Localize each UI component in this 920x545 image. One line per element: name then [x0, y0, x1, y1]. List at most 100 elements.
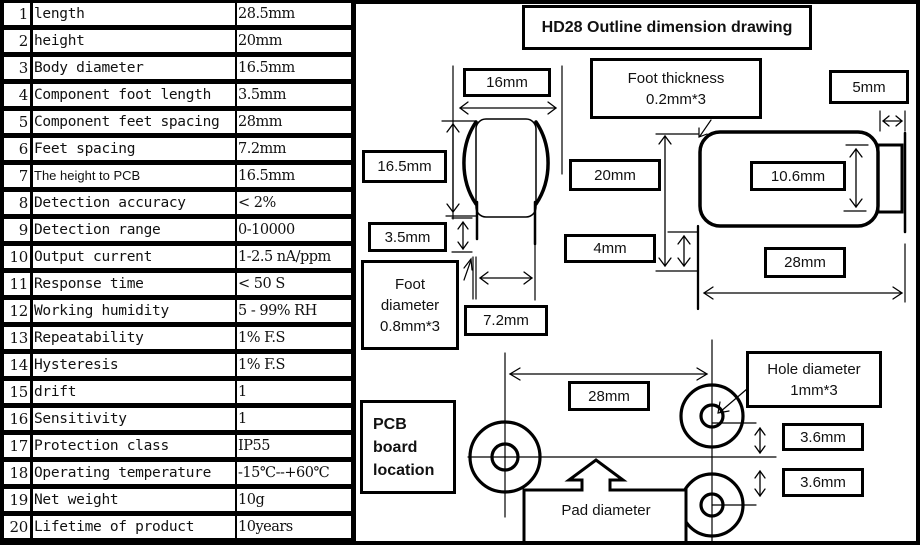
parameter-name: Hysteresis [33, 354, 235, 376]
parameter-value: 16.5mm [237, 165, 351, 187]
parameter-name: Protection class [33, 435, 235, 457]
row-number: 6 [4, 138, 30, 160]
row-number: 14 [4, 354, 30, 376]
parameter-value: 20mm [237, 30, 351, 52]
parameter-name: Detection range [33, 219, 235, 241]
label-pad-diameter: Pad diameter [561, 502, 651, 519]
parameter-value: < 2% [237, 192, 351, 214]
label-pcb-spacing-28mm: 28mm [568, 381, 650, 411]
parameter-name: Working humidity [33, 300, 235, 322]
row-number: 12 [4, 300, 30, 322]
parameter-name: Sensitivity [33, 408, 235, 430]
pcb-view [467, 339, 777, 541]
row-number: 9 [4, 219, 30, 241]
row-number: 11 [4, 273, 30, 295]
row-number: 17 [4, 435, 30, 457]
row-number: 19 [4, 489, 30, 511]
parameter-name: length [33, 3, 235, 25]
parameter-name: Body diameter [33, 57, 235, 79]
front-view [441, 65, 563, 301]
label-height-20mm: 20mm [569, 159, 661, 191]
parameter-value: IP55 [237, 435, 351, 457]
parameter-name: drift [33, 381, 235, 403]
drawing-title: HD28 Outline dimension drawing [522, 5, 812, 50]
parameter-value: 10g [237, 489, 351, 511]
parameter-value: 28.5mm [237, 3, 351, 25]
label-pcb-board-location: PCB board location [360, 400, 456, 494]
row-number: 13 [4, 327, 30, 349]
parameter-name: Feet spacing [33, 138, 235, 160]
label-diameter-10-6mm: 10.6mm [750, 161, 846, 191]
row-number: 7 [4, 165, 30, 187]
parameter-value: 28mm [237, 111, 351, 133]
pad-top-right [679, 383, 745, 449]
parameter-value: 1% F.S [237, 327, 351, 349]
parameter-name: Lifetime of product [33, 516, 235, 538]
parameter-name: Output current [33, 246, 235, 268]
cap-rect [876, 143, 904, 214]
parameter-name: Response time [33, 273, 235, 295]
row-number: 18 [4, 462, 30, 484]
label-hole-diameter: Hole diameter 1mm*3 [746, 351, 882, 408]
row-number: 3 [4, 57, 30, 79]
body-circle-right-arc [534, 120, 550, 206]
parameter-name: Component foot length [33, 84, 235, 106]
parameter-name: Component feet spacing [33, 111, 235, 133]
label-height-4mm: 4mm [564, 234, 656, 263]
parameter-value: < 50 S [237, 273, 351, 295]
label-foot-thickness: Foot thickness 0.2mm*3 [590, 58, 762, 119]
parameter-value: 7.2mm [237, 138, 351, 160]
parameter-value: 0-10000 [237, 219, 351, 241]
label-length-28mm: 28mm [764, 247, 846, 278]
parameter-name: height [33, 30, 235, 52]
side-view [655, 110, 907, 311]
parameter-name: The height to PCB [33, 165, 235, 187]
body-circle-left-arc [462, 120, 478, 206]
parameter-name: Detection accuracy [33, 192, 235, 214]
label-body-diameter: 16.5mm [362, 150, 447, 183]
label-spacing-7-2mm: 7.2mm [464, 305, 548, 336]
parameter-value: 3.5mm [237, 84, 351, 106]
parameter-value: -15℃--+60℃ [237, 462, 351, 484]
parameter-value: 1% F.S [237, 354, 351, 376]
row-number: 16 [4, 408, 30, 430]
row-number: 4 [4, 84, 30, 106]
label-pitch-3-6mm-bottom: 3.6mm [782, 468, 864, 497]
row-number: 20 [4, 516, 30, 538]
parameter-value: 1 [237, 408, 351, 430]
row-number: 10 [4, 246, 30, 268]
parameter-name: Operating temperature [33, 462, 235, 484]
drawing-lines [441, 65, 907, 541]
label-pitch-3-6mm-top: 3.6mm [782, 423, 864, 451]
label-foot-diameter: Foot diameter 0.8mm*3 [361, 260, 459, 350]
row-number: 15 [4, 381, 30, 403]
parameter-value: 16.5mm [237, 57, 351, 79]
row-number: 5 [4, 111, 30, 133]
hole-top-right [699, 403, 725, 429]
parameter-name: Net weight [33, 489, 235, 511]
parameter-value: 10years [237, 516, 351, 538]
parameter-name: Repeatability [33, 327, 235, 349]
parameter-value: 5 - 99% RH [237, 300, 351, 322]
row-number: 8 [4, 192, 30, 214]
row-number: 1 [4, 3, 30, 25]
